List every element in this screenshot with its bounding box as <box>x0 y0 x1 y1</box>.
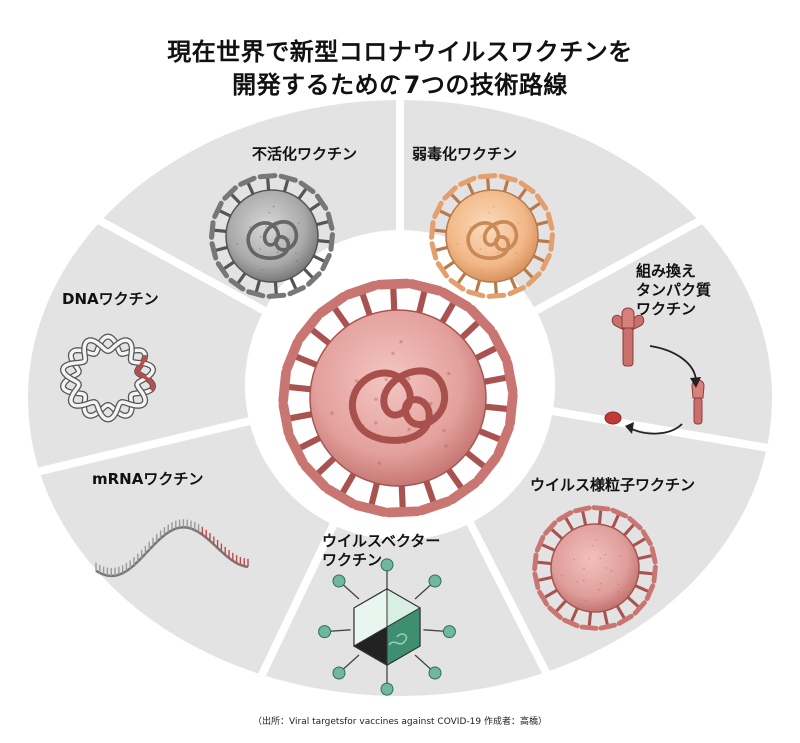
vlp-virus-icon <box>532 505 658 631</box>
label-vlp: ウイルス様粒子ワクチン <box>530 476 696 494</box>
source-note: （出所：Viral targetsfor vaccines against CO… <box>253 717 547 727</box>
inactivated-virus-icon <box>209 173 335 299</box>
label-dna: DNAワクチン <box>62 290 159 308</box>
protein-icon <box>604 307 705 435</box>
title-line-1: 現在世界で新型コロナウイルスワクチンを <box>167 38 633 66</box>
label-vector: ウイルスベクター ワクチン <box>322 532 440 570</box>
adenovirus-icon <box>318 558 456 696</box>
attenuated-virus-icon <box>429 173 555 299</box>
label-recombinant: 組み換え タンパク質 ワクチン <box>636 262 711 319</box>
label-vector-line-2: ワクチン <box>322 551 383 569</box>
label-recombinant-line-2: タンパク質 <box>636 281 712 299</box>
label-recombinant-line-3: ワクチン <box>636 300 697 318</box>
label-mrna: mRNAワクチン <box>92 470 204 488</box>
label-inactivated: 不活化ワクチン <box>252 145 358 163</box>
mrna-strand-icon <box>95 519 249 578</box>
label-recombinant-line-1: 組み換え <box>636 262 697 280</box>
virus-icon <box>278 278 518 518</box>
dna-ring-icon <box>59 333 157 423</box>
label-vector-line-1: ウイルスベクター <box>322 532 441 550</box>
label-attenuated: 弱毒化ワクチン <box>412 145 518 163</box>
